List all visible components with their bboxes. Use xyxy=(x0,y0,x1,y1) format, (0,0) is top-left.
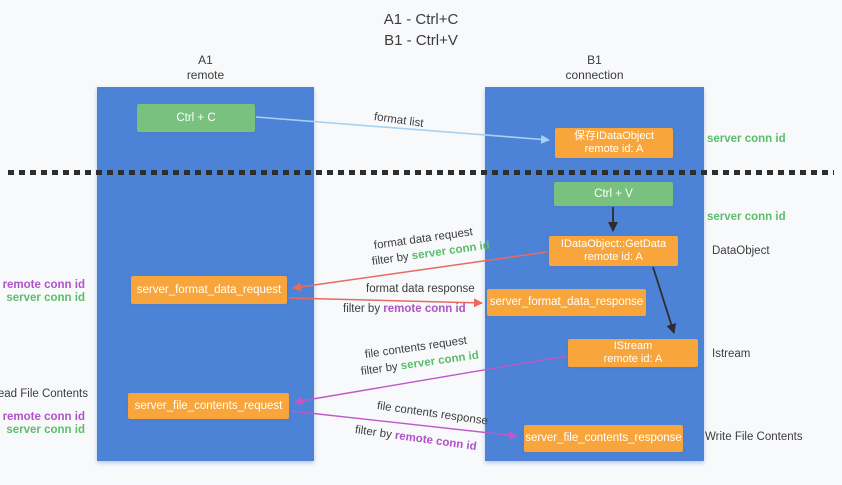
filter-by-text: filter by xyxy=(354,424,393,442)
lane-b1-name: B1 xyxy=(587,53,602,67)
lane-b1-role: connection xyxy=(565,68,624,82)
lane-header-a1: A1 remote xyxy=(97,53,314,83)
node-server-file-contents-request: server_file_contents_request xyxy=(128,393,289,419)
node-ctrl-v: Ctrl + V xyxy=(554,182,673,206)
remote-conn-id-text: remote conn id xyxy=(394,429,478,454)
server-file-contents-response-label: server_file_contents_response xyxy=(525,432,682,444)
edge-label-format-data-response: format data response xyxy=(366,283,475,295)
server-format-data-response-label: server_format_data_response xyxy=(489,296,644,308)
edge-label-filter-by-remote-conn-id-1: filter by remote conn id xyxy=(343,303,466,315)
server-format-data-request-label: server_format_data_request xyxy=(136,283,282,296)
title-line-1: A1 - Ctrl+C xyxy=(383,11,459,28)
lane-header-b1: B1 connection xyxy=(485,53,704,83)
getdata-line1: IDataObject::GetData xyxy=(560,238,667,250)
node-save-idataobject: 保存IDataObject remote id: A xyxy=(555,128,673,158)
side-label-write-file-contents: Write File Contents xyxy=(705,431,803,443)
ctrl-v-label: Ctrl + V xyxy=(594,187,633,200)
side-label-server-conn-id-left-1: server conn id xyxy=(6,292,85,304)
machine-boundary-dotted-line xyxy=(8,170,834,175)
side-label-server-conn-id-left-2: server conn id xyxy=(6,424,85,436)
node-server-file-contents-response: server_file_contents_response xyxy=(524,425,683,452)
side-label-istream: Istream xyxy=(712,348,751,360)
side-label-remote-conn-id-left-2: remote conn id xyxy=(2,411,85,423)
node-server-format-data-request: server_format_data_request xyxy=(131,276,287,304)
edge-label-format-list: format list xyxy=(373,111,425,130)
istream-line2: remote id: A xyxy=(603,353,663,365)
diagram-title: A1 - Ctrl+C B1 - Ctrl+V xyxy=(0,9,842,51)
side-label-server-conn-id-right-2: server conn id xyxy=(707,211,786,223)
side-label-remote-conn-id-left-1: remote conn id xyxy=(2,279,85,291)
node-istream: IStream remote id: A xyxy=(568,339,698,367)
save-idataobject-line1: 保存IDataObject xyxy=(573,130,655,142)
server-file-contents-request-label: server_file_contents_request xyxy=(134,399,283,412)
lane-a1-name: A1 xyxy=(198,53,213,67)
remote-conn-id-text: remote conn id xyxy=(383,303,466,315)
side-label-read-file-contents: Read File Contents xyxy=(0,388,88,400)
node-ctrl-c: Ctrl + C xyxy=(137,104,255,132)
side-label-server-conn-id-right-1: server conn id xyxy=(707,133,786,145)
node-server-format-data-response: server_format_data_response xyxy=(487,289,646,316)
ctrl-c-label: Ctrl + C xyxy=(176,111,216,124)
title-line-2: B1 - Ctrl+V xyxy=(384,32,458,49)
edge-label-file-contents-response: file contents response xyxy=(376,400,489,428)
side-label-dataobject: DataObject xyxy=(712,245,770,257)
istream-line1: IStream xyxy=(613,340,653,352)
save-idataobject-line2: remote id: A xyxy=(584,143,644,155)
lane-a1-role: remote xyxy=(186,68,225,82)
filter-by-text: filter by xyxy=(371,250,410,268)
filter-by-text: filter by xyxy=(343,303,381,315)
getdata-line2: remote id: A xyxy=(584,251,643,263)
filter-by-text: filter by xyxy=(360,360,399,378)
node-idataobject-getdata: IDataObject::GetData remote id: A xyxy=(549,236,678,266)
edge-label-filter-by-remote-conn-id-2: filter by remote conn id xyxy=(354,424,477,453)
